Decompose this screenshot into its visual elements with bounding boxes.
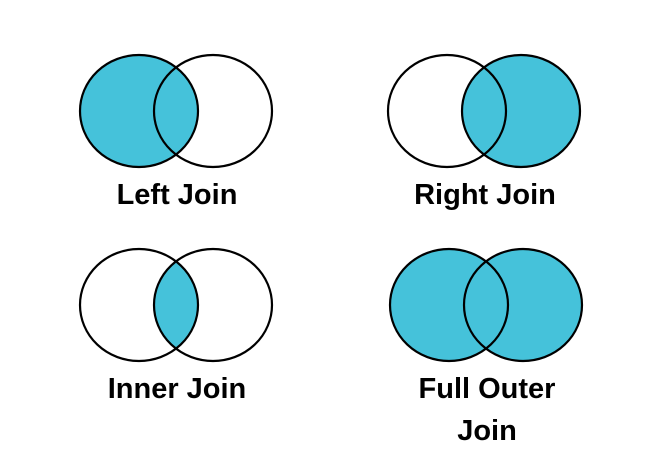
venn-full-outer-join: Full Outer Join <box>388 246 586 452</box>
left-circle-outline <box>388 247 510 363</box>
venn-diagram-full-outer-join <box>388 247 584 363</box>
diagram-label-left-join: Left Join <box>116 179 238 211</box>
diagram-label-inner-join: Inner Join <box>107 373 247 405</box>
right-circle-outline <box>460 53 582 169</box>
venn-diagram-inner-join <box>78 247 274 363</box>
left-circle-outline <box>78 53 200 169</box>
left-circle-outline <box>78 247 200 363</box>
intersection-fill <box>462 55 506 167</box>
intersection-fill <box>154 55 198 167</box>
venn-inner-join: Inner Join <box>78 246 276 410</box>
right-circle-outline <box>152 247 274 363</box>
right-circle-outline <box>462 247 584 363</box>
diagram-label-right-join: Right Join <box>414 179 556 211</box>
intersection-fill <box>154 249 198 361</box>
right-circle-outline <box>152 53 274 169</box>
venn-right-join: Right Join <box>386 52 584 216</box>
venn-left-join: Left Join <box>78 52 276 216</box>
left-circle-outline <box>386 53 508 169</box>
intersection-fill <box>464 249 508 361</box>
diagram-label-full-outer-join: Full Outer Join <box>418 373 556 447</box>
venn-diagram-right-join <box>386 53 582 169</box>
venn-diagram-left-join <box>78 53 274 169</box>
